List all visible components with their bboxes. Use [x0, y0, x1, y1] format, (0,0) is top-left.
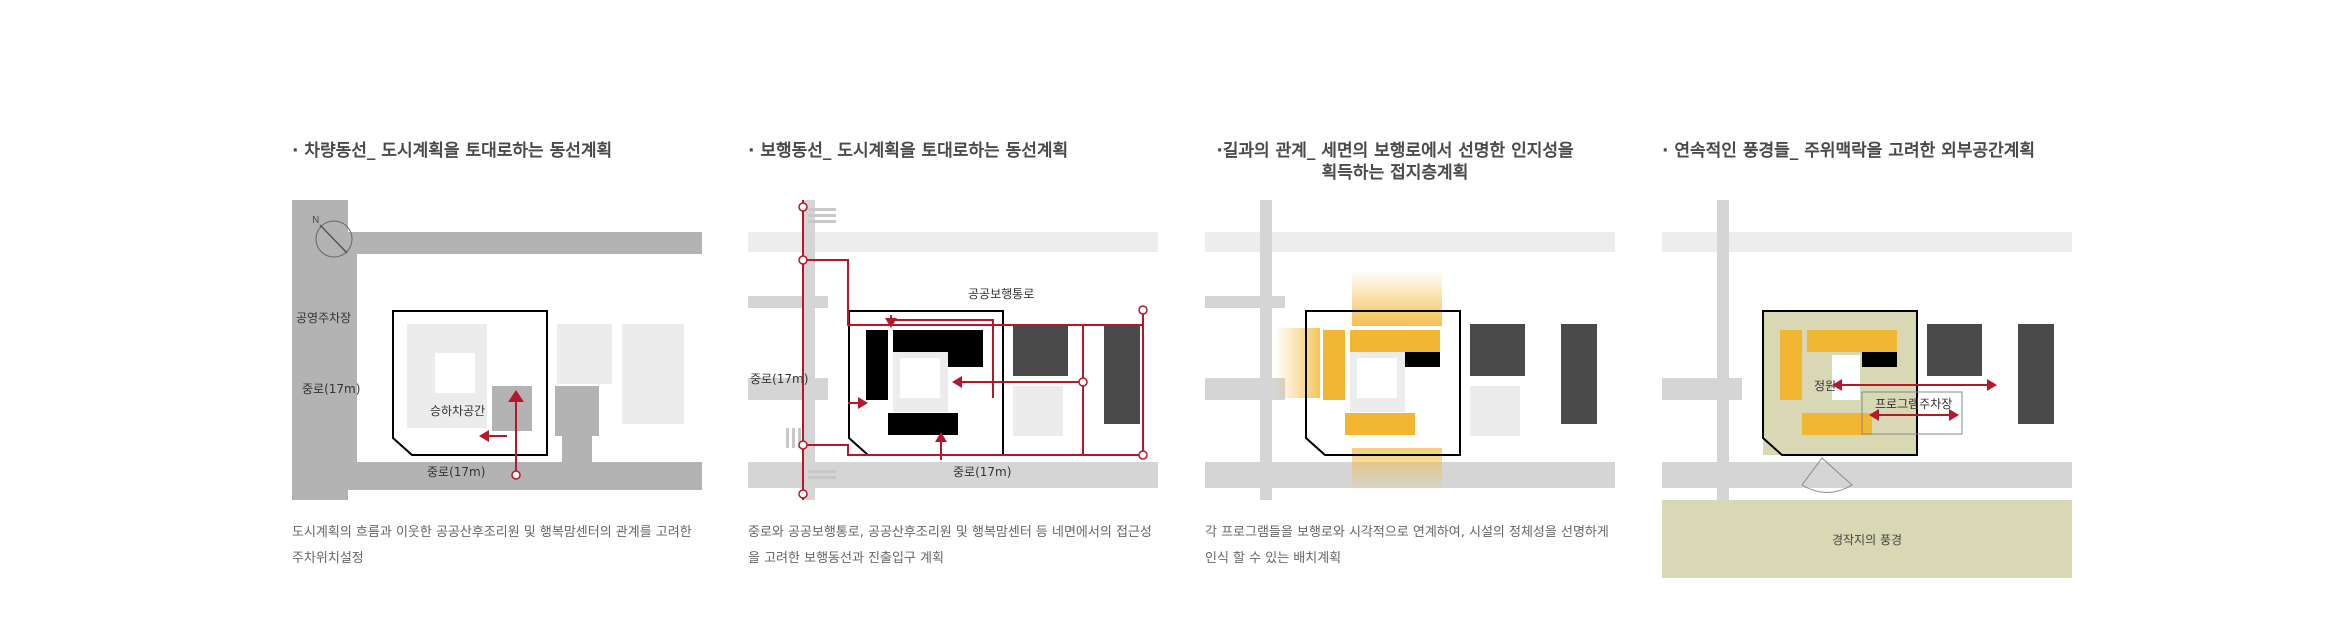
- panel-title: · 보행동선_ 도시계획을 토대로하는 동선계획: [748, 141, 1069, 161]
- mass-black: [1405, 352, 1440, 367]
- neighbor-block-2: [1561, 324, 1597, 424]
- label-road-left: 중로(17m): [302, 382, 360, 396]
- neighbor-block-2: [2018, 324, 2054, 424]
- pedestrian-circulation-diagram: 공공보행통로 중로(17m) 중로(17m): [748, 200, 1158, 500]
- program-yellow-2: [1807, 330, 1897, 352]
- site-boundary: [1305, 310, 1461, 456]
- label-loading: 승하차공간: [430, 404, 485, 418]
- label-parking: 공영주차장: [296, 311, 351, 325]
- label-program-parking: 프로그램주차장: [1875, 397, 1952, 411]
- mass-black-2: [893, 330, 983, 352]
- panel-caption: 중로와 공공보행통로, 공공산후조리원 및 행복맘센터 등 네면에서의 접근성 …: [748, 520, 1188, 572]
- program-yellow-3: [1345, 413, 1415, 435]
- arrow-left: [479, 430, 489, 442]
- panel-title: · 차량동선_ 도시계획을 토대로하는 동선계획: [292, 141, 613, 161]
- site-boundary: [392, 310, 548, 456]
- label-road-bottom: 중로(17m): [427, 465, 485, 479]
- program-yellow-2: [1350, 330, 1440, 352]
- panel-caption: 도시계획의 흐름과 이웃한 공공산후조리원 및 행복맘센터의 관계를 고려한 주…: [292, 520, 732, 572]
- panel-title: ·길과의 관계_ 세면의 보행로에서 선명한 인지성을 획득하는 접지층계획: [1216, 141, 1574, 183]
- neighbor-block-1: [1013, 324, 1068, 376]
- landscape-diagram: 정원 프로그램주차장: [1662, 200, 2072, 500]
- mass-black: [1862, 352, 1897, 367]
- caption-line: 을 고려한 보행동선과 진출입구 계획: [748, 551, 944, 566]
- panel-title: · 연속적인 풍경들_ 주위맥락을 고려한 외부공간계획: [1662, 141, 2035, 161]
- label-public-walkway: 공공보행통로: [968, 286, 1034, 301]
- caption-line: 인식 할 수 있는 배치계획: [1205, 551, 1342, 566]
- caption-line: 각 프로그램들을 보행로와 시각적으로 연계하여, 시설의 정체성을 선명하게: [1205, 525, 1609, 540]
- entry-point: [511, 470, 521, 480]
- neighbor-block-1: [1470, 324, 1525, 376]
- glow-top: [1352, 270, 1442, 326]
- crosswalks: [786, 208, 836, 479]
- panel-caption: 각 프로그램들을 보행로와 시각적으로 연계하여, 시설의 정체성을 선명하게 …: [1205, 520, 1645, 572]
- site-boundary: [1762, 310, 1918, 456]
- caption-line: 주차위치설정: [292, 551, 364, 566]
- north-label: N: [312, 215, 319, 226]
- parking-box: [1861, 391, 1963, 435]
- arrow-left: [952, 376, 962, 388]
- program-yellow-1: [1323, 330, 1345, 400]
- label-road-left: 중로(17m): [750, 372, 808, 386]
- arrow-up: [508, 390, 524, 402]
- caption-line: 도시계획의 흐름과 이웃한 공공산후조리원 및 행복맘센터의 관계를 고려한: [292, 525, 692, 540]
- mass-black-4: [948, 352, 983, 367]
- vehicle-circulation-diagram: N 공영주차장 중로(17m) 승하차공간 중로(17m): [292, 200, 702, 500]
- neighbor-block-1: [557, 324, 612, 384]
- label-garden: 정원: [1814, 379, 1836, 393]
- label-road-bottom: 중로(17m): [953, 465, 1011, 479]
- mass-black-3: [888, 413, 958, 435]
- street-relation-diagram: [1205, 200, 1615, 500]
- road-top: [292, 232, 702, 254]
- arrow-down: [885, 318, 897, 328]
- neighbor-block-2: [622, 324, 684, 424]
- drop-off-zone: [492, 386, 532, 431]
- glow-left: [1275, 328, 1323, 398]
- caption-line: 중로와 공공보행통로, 공공산후조리원 및 행복맘센터 등 네면에서의 접근성: [748, 525, 1152, 540]
- neighbor-block-2: [1104, 324, 1140, 424]
- label-landscape: 경작지의 풍경: [1831, 532, 1903, 547]
- program-yellow-1: [1780, 330, 1802, 400]
- pedestrian-paths: [802, 200, 1144, 500]
- arrow-right: [858, 397, 868, 409]
- field-landscape-band: 경작지의 풍경: [1662, 500, 2072, 578]
- program-yellow-3: [1802, 413, 1872, 435]
- courtyard: [435, 353, 475, 393]
- arrow-up: [935, 432, 947, 442]
- neighbor-parking: [555, 386, 599, 436]
- road-bottom: [292, 462, 702, 490]
- neighbor-block-1: [1927, 324, 1982, 376]
- mass-black-1: [866, 330, 888, 400]
- north-compass: [315, 220, 353, 258]
- view-cone: [1801, 457, 1853, 493]
